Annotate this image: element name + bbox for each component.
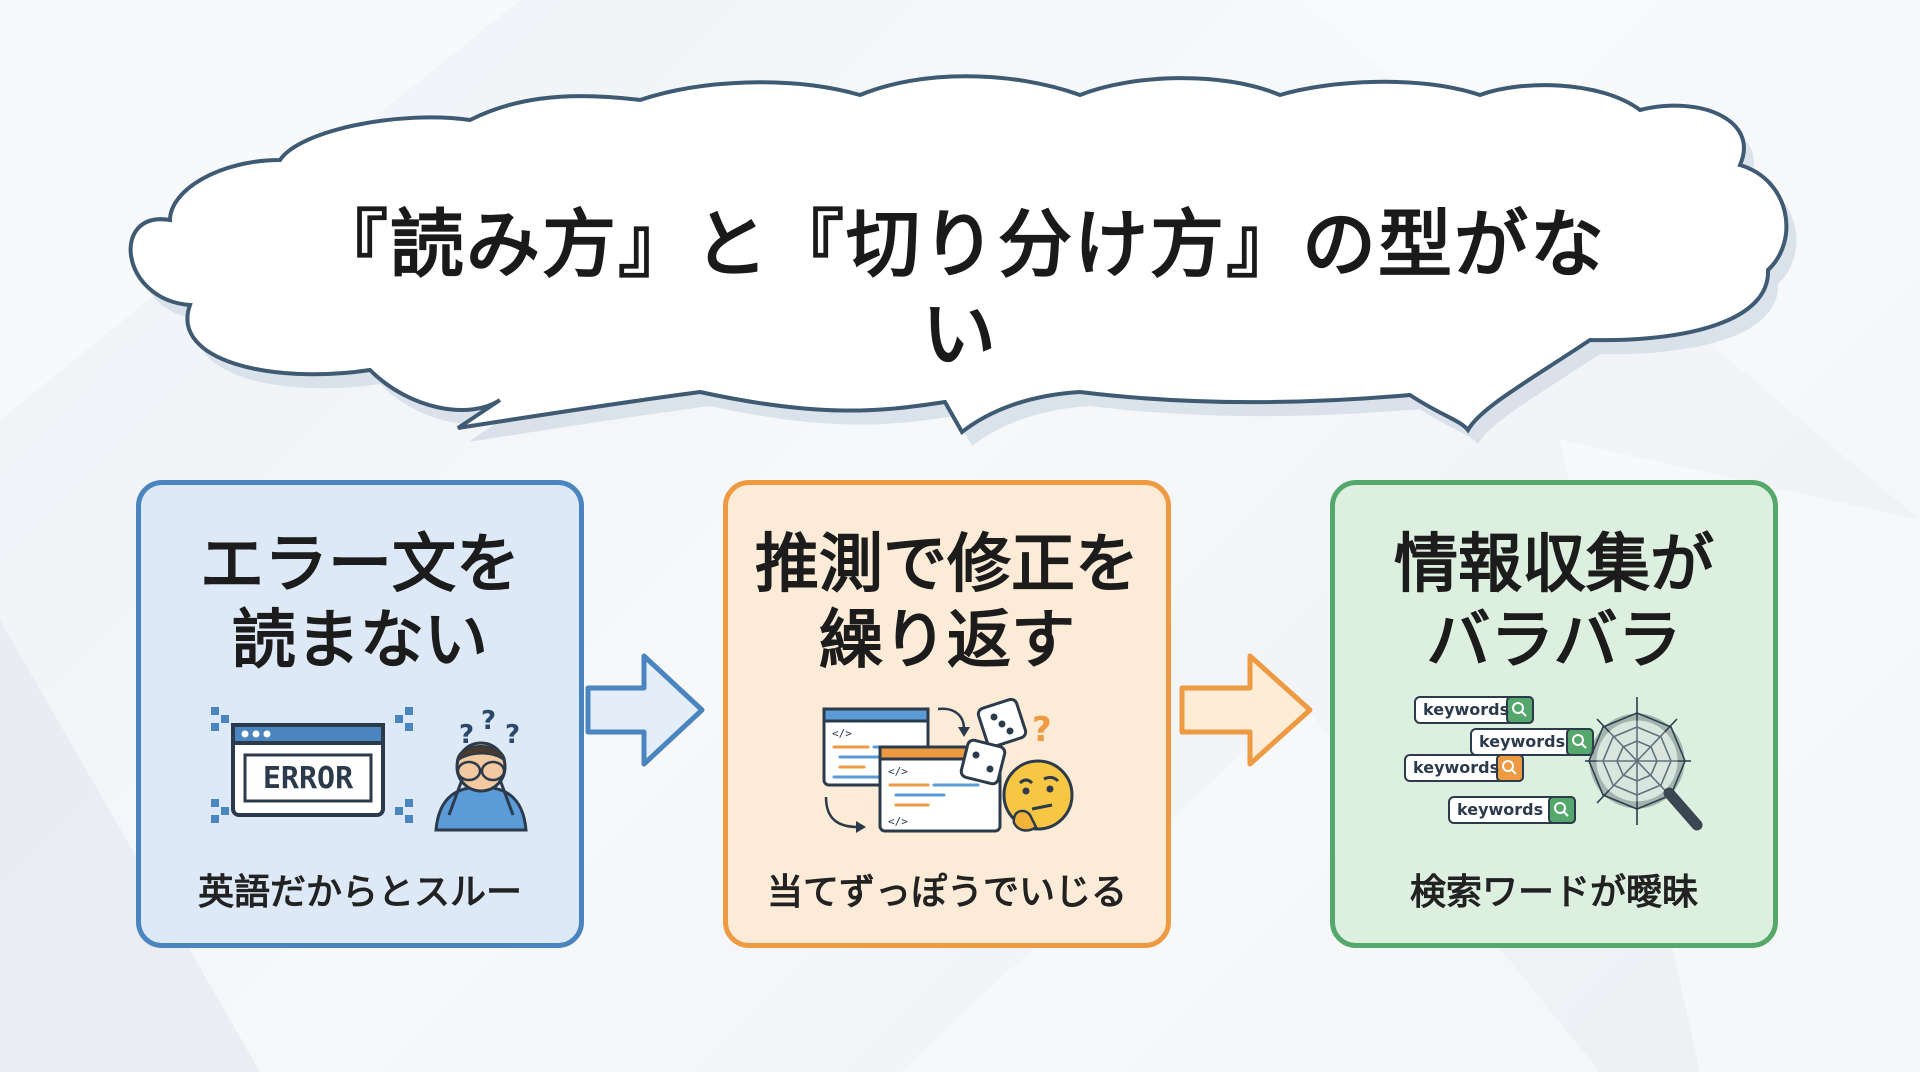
code-tag: </> bbox=[888, 815, 908, 828]
search-term: keywords bbox=[1479, 732, 1565, 751]
code-tag: </> bbox=[888, 765, 908, 778]
card-caption: 検索ワードが曖昧 bbox=[1409, 872, 1698, 913]
card-caption: 当てずっぽうでいじる bbox=[766, 872, 1127, 913]
arrow-right-icon bbox=[1179, 653, 1313, 767]
card-title: エラー文を 読まない bbox=[141, 527, 579, 679]
question-mark: ? bbox=[459, 720, 474, 750]
card-title-line2: 読まない bbox=[232, 604, 488, 678]
dice-icon: ? bbox=[959, 697, 1052, 786]
error-window-icon: ERROR bbox=[211, 707, 413, 823]
thinking-face-icon bbox=[1002, 759, 1074, 832]
search-bar: keywords bbox=[1470, 728, 1594, 756]
card-title-line1: 推測で修正を bbox=[755, 528, 1139, 602]
card-title: 推測で修正を 繰り返す bbox=[728, 527, 1166, 679]
search-bar-icon: keywords keywords keywords keywords bbox=[1404, 696, 1594, 824]
search-bar: keywords bbox=[1448, 796, 1576, 824]
question-mark: ? bbox=[1032, 710, 1052, 750]
code-tag: </> bbox=[832, 727, 852, 740]
covering-eyes-person-icon: ? ? ? bbox=[434, 706, 528, 832]
card-guess-fix: 推測で修正を 繰り返す </> </> </> bbox=[723, 480, 1171, 948]
card-title-line1: 情報収集が bbox=[1394, 528, 1714, 602]
card-title: 情報収集が バラバラ bbox=[1335, 527, 1773, 679]
question-mark: ? bbox=[505, 720, 520, 750]
headline: 『読み方』と『切り分け方』の型がない bbox=[314, 202, 1606, 378]
error-label: ERROR bbox=[263, 761, 354, 796]
search-bar: keywords bbox=[1414, 696, 1534, 724]
question-mark: ? bbox=[481, 706, 496, 736]
spider-web-magnifier-icon bbox=[1585, 697, 1703, 831]
arrow-right-icon bbox=[585, 653, 705, 767]
card-caption: 英語だからとスルー bbox=[197, 872, 522, 913]
card-error-not-read: エラー文を 読まない ERROR ? ? ? 英語だからとスルー bbox=[136, 480, 584, 948]
card-title-line2: 繰り返す bbox=[819, 604, 1075, 678]
card-title-line2: バラバラ bbox=[1426, 604, 1682, 678]
search-term: keywords bbox=[1457, 800, 1543, 819]
card-scattered-research: 情報収集が バラバラ keywords keywords keywords bbox=[1330, 480, 1778, 948]
card-title-line1: エラー文を bbox=[200, 528, 520, 602]
search-bar: keywords bbox=[1404, 754, 1524, 782]
search-term: keywords bbox=[1413, 758, 1499, 777]
search-term: keywords bbox=[1423, 700, 1509, 719]
